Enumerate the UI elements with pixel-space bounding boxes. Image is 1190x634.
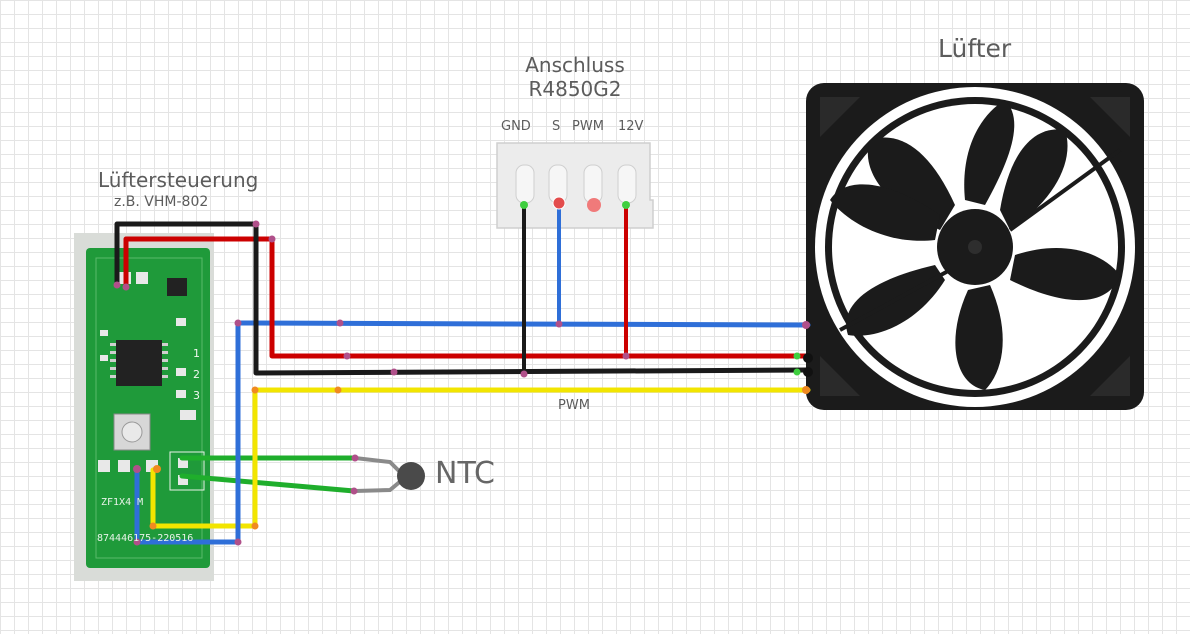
connector-title-line2: R4850G2 bbox=[528, 77, 622, 101]
connector-title: Anschluss R4850G2 bbox=[515, 53, 635, 101]
gnd-wire bbox=[114, 221, 811, 376]
pwm-wire-label: PWM bbox=[558, 398, 590, 413]
controller-subtitle: z.B. VHM-802 bbox=[114, 194, 209, 210]
pin-label-12v: 12V bbox=[618, 119, 644, 134]
ntc-label: NTC bbox=[435, 456, 495, 491]
pin-label-s: S bbox=[552, 119, 561, 134]
fan bbox=[806, 83, 1144, 410]
ntc-wire-2 bbox=[179, 473, 357, 494]
connector-title-line1: Anschluss bbox=[525, 53, 625, 77]
ntc-sensor bbox=[354, 456, 425, 493]
pcb-serial-text: 874446175-220516 bbox=[97, 533, 194, 544]
pin-label-pwm: PWM bbox=[572, 119, 604, 134]
pcb-number-1: 1 bbox=[193, 347, 200, 360]
controller-title: Lüftersteuerung bbox=[98, 168, 259, 192]
pcb-number-2: 2 bbox=[193, 368, 200, 381]
fan-title: Lüfter bbox=[938, 34, 1012, 63]
pin-label-gnd: GND bbox=[501, 119, 531, 134]
wires bbox=[114, 201, 811, 545]
controller-pcb bbox=[74, 233, 214, 581]
pcb-number-3: 3 bbox=[193, 389, 200, 402]
v12-wire bbox=[123, 236, 811, 359]
fan-connector bbox=[496, 142, 654, 229]
connection-dots bbox=[113, 196, 813, 546]
pcb-model-text: ZF1X4 M bbox=[101, 497, 144, 508]
